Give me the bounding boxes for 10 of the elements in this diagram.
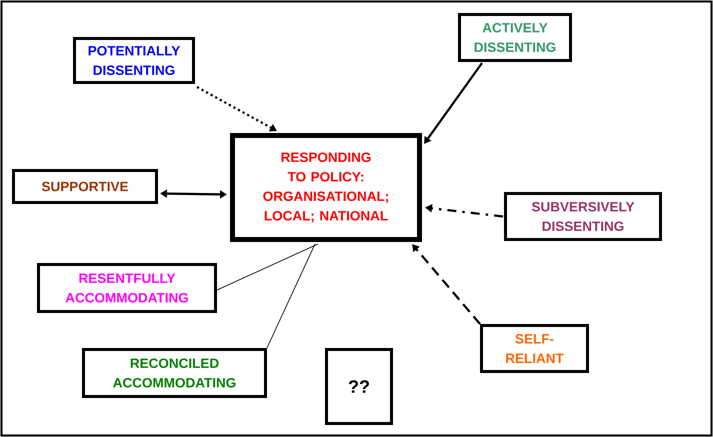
category-box: RECONCILED ACCOMMODATING	[82, 348, 267, 398]
category-box: SUPPORTIVE	[12, 169, 158, 204]
question-box: ??	[325, 348, 393, 425]
category-box: SUBVERSIVELY DISSENTING	[504, 192, 662, 241]
arrow	[412, 244, 481, 325]
category-box: ACTIVELY DISSENTING	[458, 13, 572, 62]
category-box: RESENTFULLY ACCOMMODATING	[37, 263, 217, 313]
central-box: RESPONDING TO POLICY: ORGANISATIONAL; LOCAL; NATIONAL	[230, 133, 422, 242]
category-box: POTENTIALLY DISSENTING	[73, 37, 195, 84]
category-box: SELF-RELIANT	[480, 324, 589, 373]
